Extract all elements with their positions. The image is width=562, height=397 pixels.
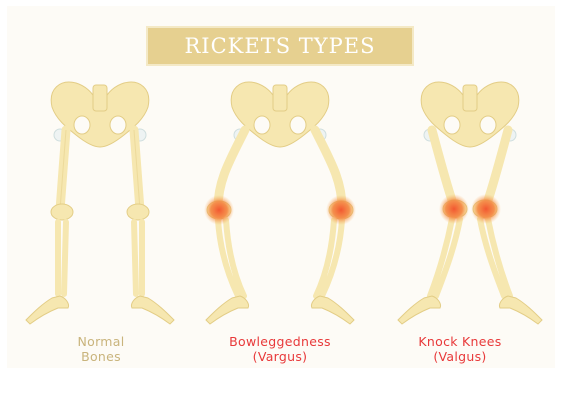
- inflamed-knee-right: [326, 195, 356, 225]
- label-bowleggedness: Bowleggedness (Vargus): [205, 334, 355, 364]
- inflamed-knee-left: [204, 195, 234, 225]
- label-knock-knees: Knock Knees (Valgus): [385, 334, 535, 364]
- label-normal-line2: Bones: [26, 349, 176, 364]
- normal-bones-figure: [26, 82, 174, 324]
- bowlegged-figure: [204, 82, 356, 324]
- label-bowleg-line1: Bowleggedness: [205, 334, 355, 349]
- inflamed-knee-left: [439, 194, 469, 224]
- label-knock-line2: (Valgus): [385, 349, 535, 364]
- knock-knees-figure: [398, 82, 542, 324]
- label-normal-line1: Normal: [26, 334, 176, 349]
- label-normal-bones: Normal Bones: [26, 334, 176, 364]
- label-bowleg-line2: (Vargus): [205, 349, 355, 364]
- inflamed-knee-right: [471, 194, 501, 224]
- label-knock-line1: Knock Knees: [385, 334, 535, 349]
